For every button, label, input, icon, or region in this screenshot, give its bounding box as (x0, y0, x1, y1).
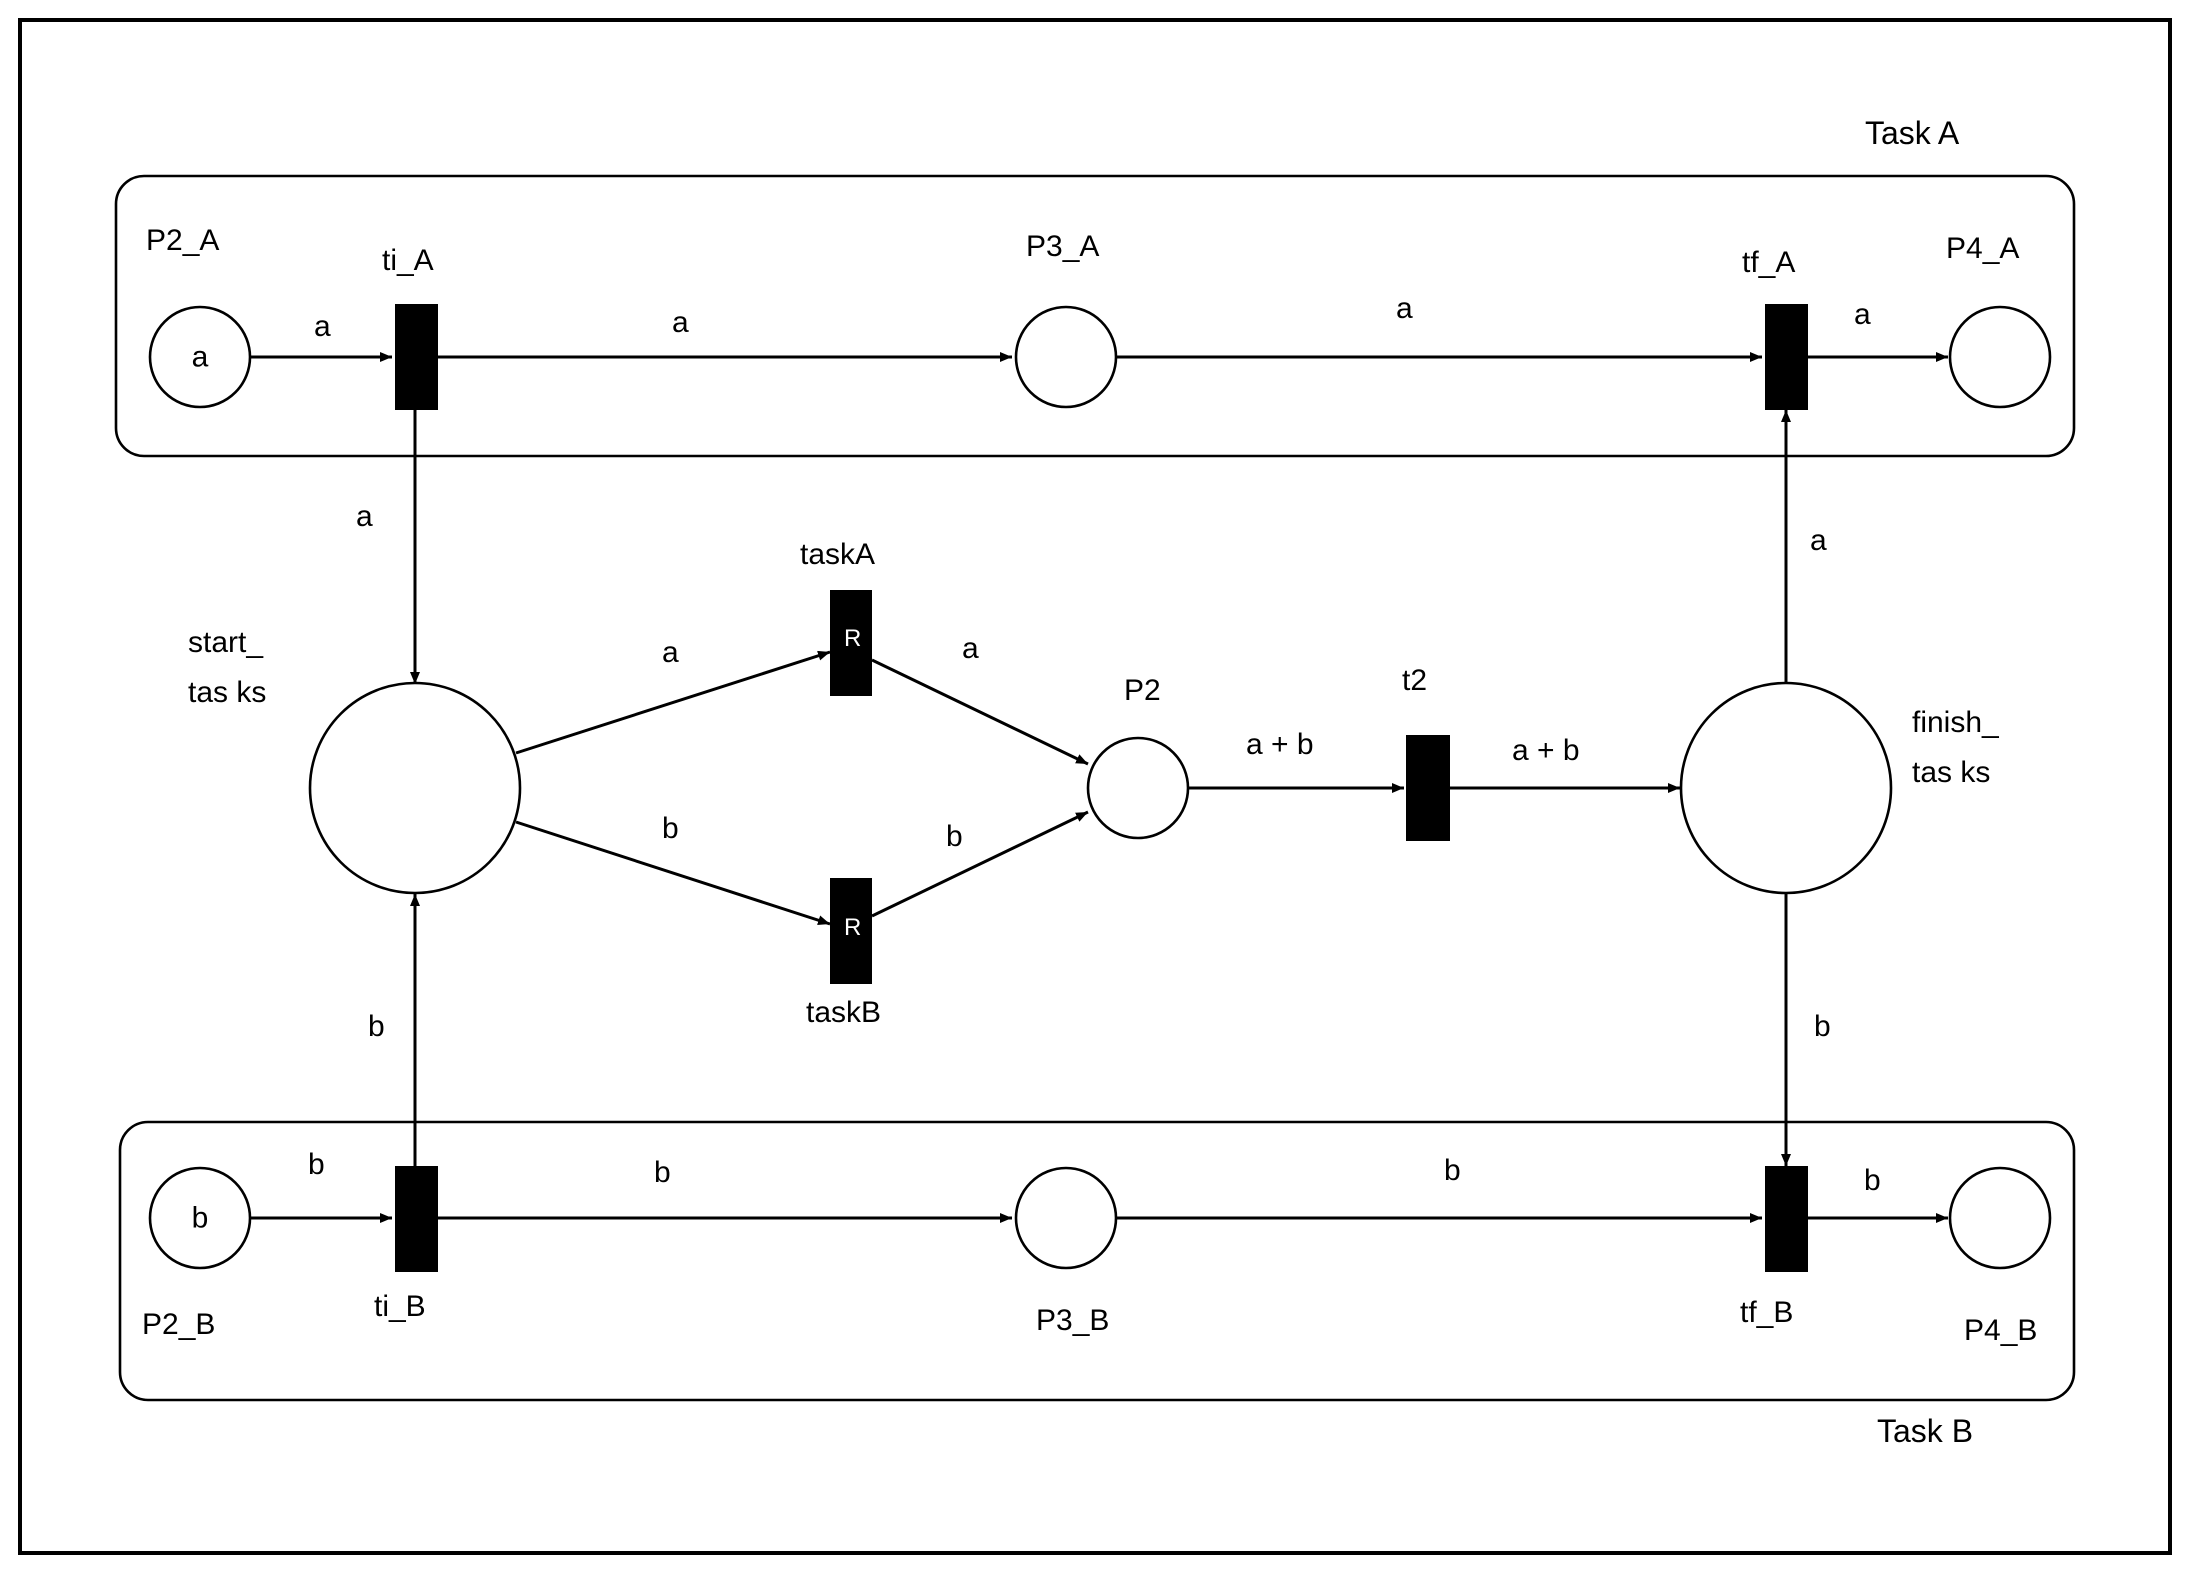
transition-t2 (1406, 735, 1450, 841)
label-p4-b: P4_B (1964, 1314, 2037, 1347)
arc-label-finish-tfb: b (1814, 1010, 1831, 1043)
label-finish-tasks-line2: tas ks (1912, 756, 1990, 789)
arc-taskb-p2 (871, 810, 1089, 918)
arc-label-p2-t2: a + b (1246, 728, 1314, 761)
place-p2-a (148, 305, 252, 409)
taska-r-mark: R (844, 625, 861, 652)
arc-label-tib-p3b: b (654, 1156, 671, 1189)
task-b-group-box (118, 1120, 2076, 1402)
label-task-b: taskB (806, 996, 881, 1029)
arc-start-taska (515, 650, 831, 755)
place-start-tasks (308, 681, 522, 895)
arc-label-tfa-p4a: a (1854, 298, 1871, 331)
arc-label-tia-p3a: a (672, 306, 689, 339)
place-p3-a (1014, 305, 1118, 409)
arc-label-p3b-tfb: b (1444, 1154, 1461, 1187)
arc-label-taska-p2: a (962, 632, 979, 665)
label-tf-a: tf_A (1742, 246, 1795, 279)
label-p3-a: P3_A (1026, 230, 1099, 263)
arc-label-t2-finish: a + b (1512, 734, 1580, 767)
label-p2-b: P2_B (142, 1308, 215, 1341)
task-a-group-label: Task A (1865, 115, 1960, 151)
label-p3-b: P3_B (1036, 1304, 1109, 1337)
transition-tf-b (1765, 1166, 1808, 1272)
label-tf-b: tf_B (1740, 1296, 1793, 1329)
place-p3-b (1014, 1166, 1118, 1270)
arc-start-taskb (515, 820, 831, 926)
place-finish-tasks (1679, 681, 1893, 895)
place-p4-a (1948, 305, 2052, 409)
transition-task-b (830, 878, 872, 984)
transition-ti-b (395, 1166, 438, 1272)
task-a-group-box (114, 174, 2076, 458)
label-ti-a: ti_A (382, 244, 434, 277)
arc-label-tib-start: b (368, 1010, 385, 1043)
arc-taska-p2 (871, 658, 1089, 766)
arc-label-finish-tfa: a (1810, 524, 1827, 557)
transition-ti-a (395, 304, 438, 410)
arc-label-p3a-tfa: a (1396, 292, 1413, 325)
task-b-group-label: Task B (1877, 1413, 1973, 1449)
arc-label-taskb-p2: b (946, 820, 963, 853)
arc-label-p2a-tia: a (314, 310, 331, 343)
transition-tf-a (1765, 304, 1808, 410)
arc-label-start-taskb: b (662, 812, 679, 845)
token-p2-b: b (192, 1202, 209, 1235)
label-t2: t2 (1402, 664, 1427, 697)
place-p2-b (148, 1166, 252, 1270)
transition-task-a (830, 590, 872, 696)
label-p4-a: P4_A (1946, 232, 2019, 265)
label-finish-tasks-line1: finish_ (1912, 706, 2000, 739)
label-ti-b: ti_B (374, 1290, 426, 1323)
label-p2: P2 (1124, 674, 1161, 707)
label-start-tasks-line1: start_ (188, 626, 264, 659)
label-task-a: taskA (800, 538, 875, 571)
place-p2 (1086, 736, 1190, 840)
taskb-r-mark: R (844, 914, 861, 941)
arc-label-tia-start: a (356, 500, 373, 533)
arc-label-start-taska: a (662, 636, 679, 669)
label-p2-a: P2_A (146, 224, 219, 257)
arc-label-tfb-p4b: b (1864, 1164, 1881, 1197)
token-p2-a: a (192, 341, 209, 374)
outer-frame (18, 18, 2172, 1555)
arc-label-p2b-tib: b (308, 1148, 325, 1181)
place-p4-b (1948, 1166, 2052, 1270)
label-start-tasks-line2: tas ks (188, 676, 266, 709)
